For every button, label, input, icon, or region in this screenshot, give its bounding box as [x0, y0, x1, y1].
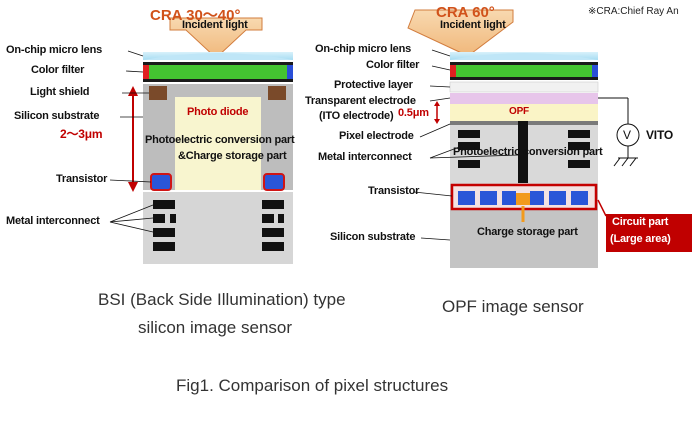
- opf-caption: OPF image sensor: [442, 297, 584, 316]
- bsi-color-filter-blue: [287, 65, 293, 79]
- bsi-label-microlens: On-chip micro lens: [6, 44, 103, 56]
- voltmeter-symbol: V: [623, 128, 631, 142]
- opf-incident-arrow: [407, 9, 514, 57]
- bsi-photodiode: [175, 97, 261, 190]
- opf-label-transistor: Transistor: [368, 185, 420, 197]
- circuit-callout: [606, 214, 692, 252]
- bsi-microlens-dome: [143, 53, 293, 60]
- opf-transistors: [458, 191, 588, 205]
- opf-color-filter-red: [450, 65, 456, 77]
- bsi-transistor-right: [263, 173, 285, 191]
- opf-protective-layer: [449, 81, 599, 93]
- bsi-color-filter-red: [143, 65, 149, 79]
- opf-label-color-filter: Color filter: [366, 59, 420, 71]
- bsi-label-transistor: Transistor: [56, 173, 108, 185]
- bsi-label-thickness: 2〜3μm: [60, 127, 103, 141]
- bsi-label-color-filter: Color filter: [31, 64, 85, 76]
- cra-footnote: ※CRA:Chief Ray An: [588, 6, 679, 17]
- vito-circuit: [598, 97, 640, 167]
- bsi-light-shield-left: [149, 86, 167, 100]
- opf-label-charge-storage: Charge storage part: [477, 226, 578, 238]
- opf-label-pixel-electrode: Pixel electrode: [339, 130, 414, 142]
- bsi-caption-line2: silicon image sensor: [138, 318, 293, 337]
- bsi-label-photodiode: Photo diode: [187, 106, 249, 118]
- opf-film: [450, 104, 598, 121]
- opf-label-ito: (ITO electrode): [319, 110, 394, 122]
- opf-label-transparent-electrode: Transparent electrode: [305, 95, 416, 107]
- opf-cra-label: CRA 60°: [436, 4, 495, 21]
- opf-label-thickness: 0.5μm: [398, 107, 429, 119]
- opf-transparent-electrode: [450, 93, 598, 104]
- opf-color-filter-blue: [592, 65, 598, 77]
- opf-incident-label: Incident light: [440, 19, 506, 31]
- opf-metal-interconnects: [458, 130, 590, 168]
- opf-label-conversion: Photoelectric conversion part: [453, 146, 603, 158]
- opf-storage-node: [516, 193, 530, 205]
- opf-via: [518, 121, 528, 183]
- bsi-label-light-shield: Light shield: [30, 86, 90, 98]
- circuit-label-2: (Large area): [610, 233, 671, 245]
- opf-microlens-dome: [450, 53, 598, 60]
- bsi-label-metal-interconnect: Metal interconnect: [6, 215, 100, 227]
- circuit-label-1: Circuit part: [612, 216, 669, 228]
- bsi-cra-label: CRA 30〜40°: [150, 7, 241, 24]
- bsi-incident-label: Incident light: [182, 19, 248, 31]
- opf-leader-lines: [413, 49, 520, 241]
- vito-label: VITO: [646, 128, 673, 142]
- bsi-metal-interconnects: [153, 200, 284, 251]
- bsi-label-conversion-1: Photoelectric conversion part: [145, 134, 295, 146]
- bsi-transistor-left: [150, 173, 172, 191]
- opf-label-protective-layer: Protective layer: [334, 79, 413, 91]
- bsi-light-shield-right: [268, 86, 286, 100]
- opf-label-metal-interconnect: Metal interconnect: [318, 151, 412, 163]
- opf-label-opf: OPF: [509, 106, 529, 117]
- bsi-leader-lines: [109, 50, 154, 233]
- opf-label-microlens: On-chip micro lens: [315, 43, 412, 55]
- bsi-caption-line1: BSI (Back Side Illumination) type: [98, 290, 346, 309]
- bsi-incident-arrow: [169, 17, 263, 59]
- bsi-label-silicon-substrate: Silicon substrate: [14, 110, 100, 122]
- figure-caption: Fig1. Comparison of pixel structures: [176, 376, 449, 395]
- bsi-color-filter: [149, 65, 287, 79]
- bsi-label-conversion-2: &Charge storage part: [178, 150, 287, 162]
- opf-color-filter: [456, 65, 592, 77]
- opf-label-silicon-substrate: Silicon substrate: [330, 231, 416, 243]
